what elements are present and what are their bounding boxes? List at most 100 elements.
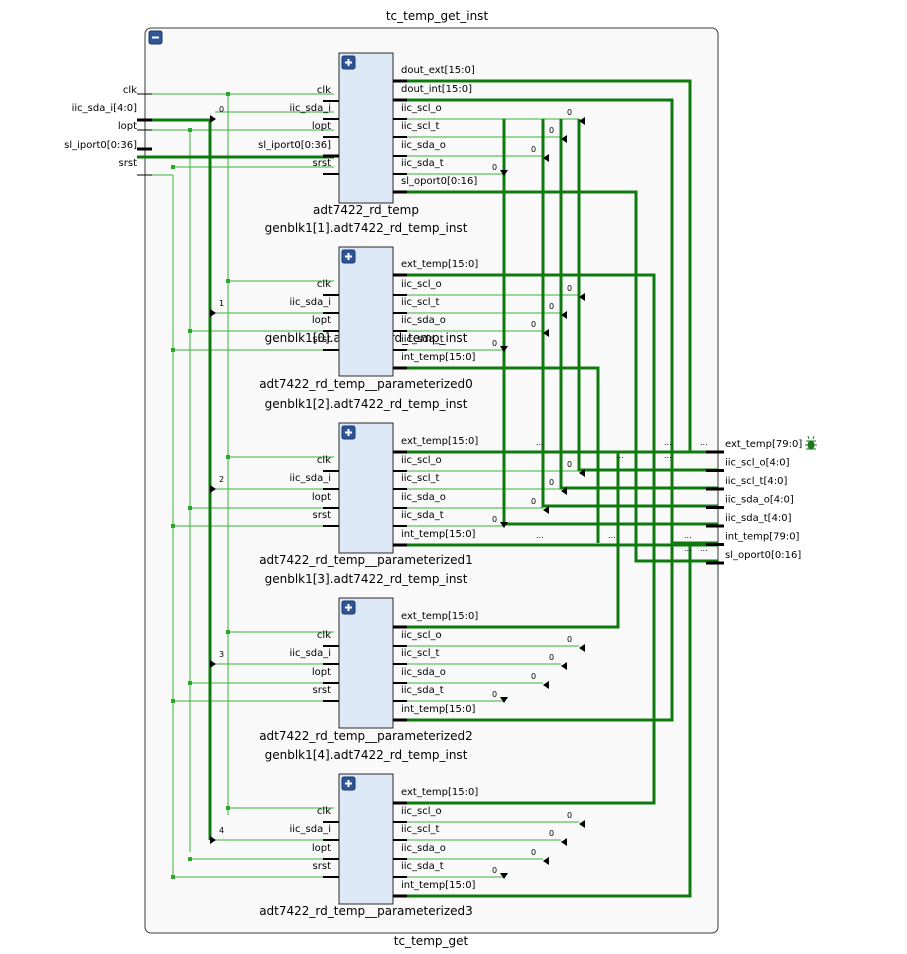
- output-pin-label: iic_scl_o: [401, 630, 442, 641]
- bit-index-label: 0: [567, 460, 572, 469]
- plus-icon[interactable]: [341, 776, 356, 791]
- plus-icon[interactable]: [341, 425, 356, 440]
- instance-1[interactable]: genblk1[1].adt7422_rd_temp_instadt7422_r…: [259, 221, 478, 391]
- bit-index-label: 0: [219, 105, 224, 114]
- output-pin-label: ext_temp[15:0]: [401, 259, 478, 270]
- input-pin-label: lopt: [312, 121, 331, 132]
- concat-marker: ...: [664, 451, 672, 460]
- net-junction: [171, 165, 175, 169]
- input-pin-label: lopt: [312, 843, 331, 854]
- bus-merge-2: [541, 119, 718, 508]
- input-pin-label: lopt: [312, 667, 331, 678]
- bus-nets: [137, 79, 718, 898]
- concat-marker: ...: [616, 451, 624, 460]
- input-pin-label: srst: [313, 861, 332, 872]
- bit-index-label: 0: [567, 108, 572, 117]
- input-pin-label: sl_iport0[0:36]: [258, 140, 331, 151]
- output-pin-label: iic_sda_o: [401, 843, 446, 854]
- bus-oport0: [393, 190, 718, 563]
- input-pin-label: clk: [317, 279, 331, 290]
- bit-index-label: 0: [492, 163, 497, 172]
- top-output-label: ext_temp[79:0]: [725, 439, 802, 450]
- output-pin-label: iic_sda_t: [401, 158, 444, 169]
- bit-index-label: 0: [531, 145, 536, 154]
- input-pin-label: lopt: [312, 315, 331, 326]
- output-pin-label: dout_int[15:0]: [401, 84, 472, 95]
- module-name: adt7422_rd_temp: [313, 203, 419, 217]
- output-pin-label: sl_oport0[0:16]: [401, 176, 477, 187]
- plus-icon[interactable]: [341, 600, 356, 615]
- output-pin-label: iic_sda_o: [401, 315, 446, 326]
- module-name: adt7422_rd_temp__parameterized2: [259, 729, 473, 743]
- net-junction: [188, 329, 192, 333]
- bit-select-arrow: [500, 697, 508, 703]
- plus-icon[interactable]: [341, 249, 356, 264]
- plus-icon[interactable]: [341, 55, 356, 70]
- top-output-label: int_temp[79:0]: [725, 532, 800, 543]
- instance-3[interactable]: genblk1[3].adt7422_rd_temp_inst adt7422_r…: [259, 572, 478, 743]
- top-module-border: [144, 27, 719, 934]
- bit-index-label: 3: [219, 650, 224, 659]
- bit-index-label: 0: [531, 320, 536, 329]
- output-pin-label: iic_scl_t: [401, 824, 440, 835]
- bug-icon[interactable]: [805, 435, 817, 450]
- top-input-label: sl_iport0[0:36]: [64, 140, 137, 151]
- output-pin-label: int_temp[15:0]: [401, 529, 476, 540]
- bit-select-arrow: [543, 857, 549, 865]
- instances: genblk1[0].adt7422_rd_temp_instadt7422_r…: [258, 52, 478, 918]
- output-pin-label: int_temp[15:0]: [401, 880, 476, 891]
- instance-box[interactable]: [338, 246, 394, 377]
- bit-select-arrow: [561, 662, 567, 670]
- bit-index-label: 2: [219, 475, 224, 484]
- bit-select-arrow: [210, 115, 216, 123]
- bit-index-label: 0: [567, 811, 572, 820]
- instance-0[interactable]: genblk1[0].adt7422_rd_temp_instadt7422_r…: [258, 52, 477, 345]
- bit-index-label: 0: [531, 497, 536, 506]
- bit-select-arrow: [579, 820, 585, 828]
- instance-box[interactable]: [338, 422, 394, 554]
- concat-marker: ...: [700, 544, 708, 553]
- net-junction: [171, 699, 175, 703]
- input-pin-label: iic_sda_i: [289, 824, 331, 835]
- input-pin-label: clk: [317, 806, 331, 817]
- bit-select-arrow: [210, 309, 216, 317]
- instance-box[interactable]: [338, 773, 394, 905]
- instance-name: genblk1[3].adt7422_rd_temp_inst: [265, 572, 468, 586]
- net-junction: [226, 92, 230, 96]
- net-junction: [188, 857, 192, 861]
- bit-select-arrow: [579, 469, 585, 477]
- module-name: adt7422_rd_temp__parameterized3: [259, 904, 473, 918]
- concat-marker: ...: [536, 531, 544, 540]
- bit-select-arrow: [579, 644, 585, 652]
- input-pin-label: clk: [317, 455, 331, 466]
- bit-select-arrow: [500, 522, 508, 528]
- bus-int-temp-4: [393, 543, 692, 898]
- input-pin-label: iic_sda_i: [289, 297, 331, 308]
- output-pin-label: ext_temp[15:0]: [401, 436, 478, 447]
- input-pin-label: srst: [313, 685, 332, 696]
- net-junction: [188, 128, 192, 132]
- net-junction: [226, 806, 230, 810]
- bit-select-arrow: [561, 135, 567, 143]
- instance-name: genblk1[2].adt7422_rd_temp_inst: [265, 397, 468, 411]
- top-ports: 0000000000000000000001234...............…: [64, 85, 817, 879]
- top-output-label: iic_sda_t[4:0]: [725, 513, 792, 524]
- instance-box[interactable]: [338, 52, 394, 204]
- instance-box[interactable]: [338, 597, 394, 729]
- top-module-name: tc_temp_get: [394, 934, 469, 948]
- bus-ext-temp-1: [393, 273, 656, 452]
- instance-4[interactable]: genblk1[4].adt7422_rd_temp_instadt7422_r…: [259, 748, 478, 918]
- bit-select-arrow: [561, 838, 567, 846]
- input-pin-label: clk: [317, 85, 331, 96]
- input-pin-label: iic_sda_i: [289, 103, 331, 114]
- bit-index-label: 0: [567, 284, 572, 293]
- bit-index-label: 0: [549, 829, 554, 838]
- bit-index-label: 0: [549, 478, 554, 487]
- bus-int-temp-0: [393, 98, 718, 545]
- output-pin-label: iic_sda_o: [401, 667, 446, 678]
- instance-2[interactable]: genblk1[2].adt7422_rd_temp_instadt7422_r…: [259, 397, 478, 567]
- minus-icon[interactable]: [148, 30, 163, 45]
- bit-select-arrow: [210, 485, 216, 493]
- top-input-label: clk: [123, 85, 137, 96]
